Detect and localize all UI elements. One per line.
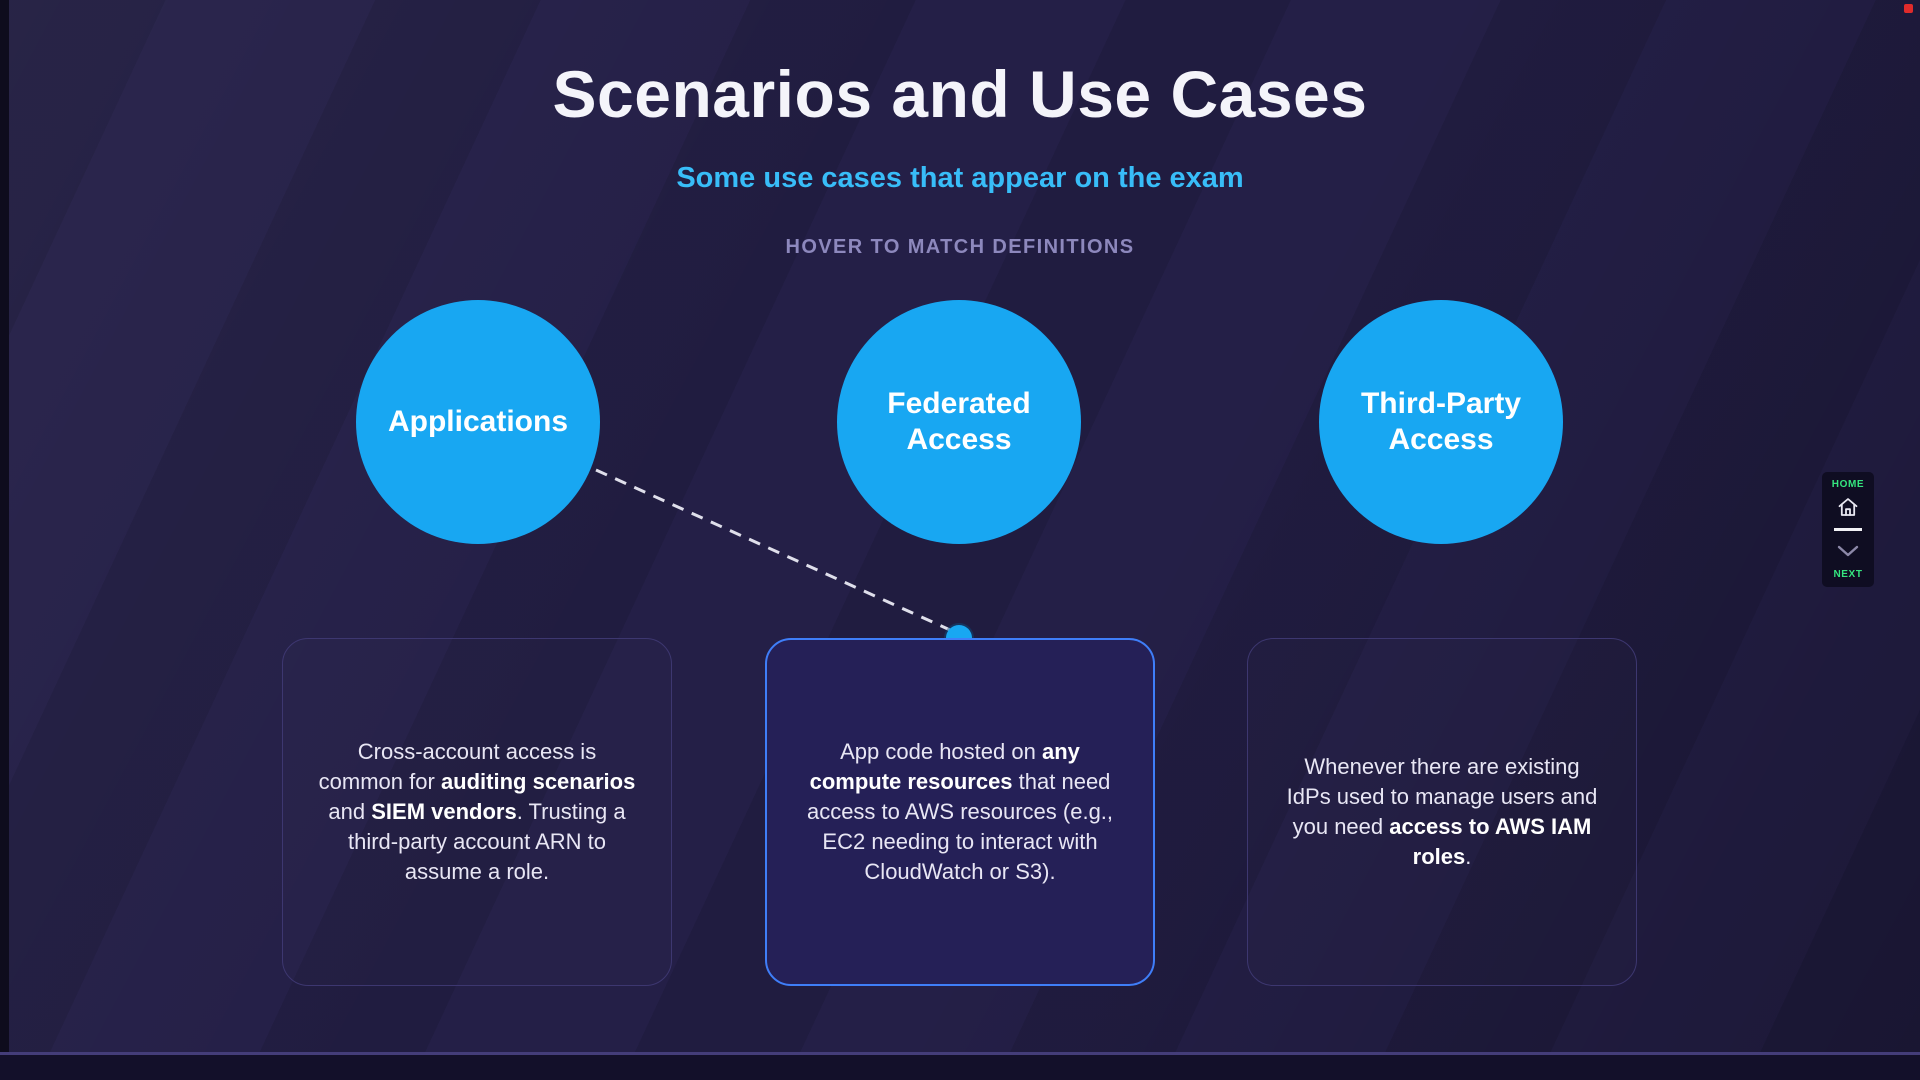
circle-label: Third-Party Access: [1360, 387, 1522, 456]
left-edge-strip: [0, 0, 9, 1080]
circle-applications[interactable]: Applications: [356, 300, 600, 544]
home-label: HOME: [1831, 479, 1865, 490]
circle-third-party-access[interactable]: Third-Party Access: [1319, 300, 1563, 544]
definition-card-cross-account[interactable]: Cross-account access is common for audit…: [282, 638, 672, 986]
definition-text: Cross-account access is common for audit…: [318, 739, 636, 884]
chevron-down-icon: [1835, 542, 1861, 563]
circle-label: Applications: [387, 405, 568, 438]
page-subtitle: Some use cases that appear on the exam: [676, 162, 1244, 194]
home-icon: [1836, 495, 1860, 522]
slide-nav: HOME NEXT: [1822, 472, 1874, 587]
definition-text: Whenever there are existing IdPs used to…: [1286, 754, 1598, 869]
bottom-bar: [0, 1052, 1920, 1080]
recording-indicator-dot: [1904, 4, 1913, 13]
hover-hint: HOVER TO MATCH DEFINITIONS: [785, 236, 1135, 258]
next-button[interactable]: [1831, 537, 1865, 567]
home-button[interactable]: [1831, 493, 1865, 523]
page-title: Scenarios and Use Cases: [552, 57, 1368, 131]
definition-text: App code hosted on any compute resources…: [806, 739, 1114, 884]
circle-label: Federated Access: [887, 387, 1031, 456]
next-label: NEXT: [1833, 569, 1863, 580]
nav-divider: [1834, 528, 1862, 531]
definition-card-idp[interactable]: Whenever there are existing IdPs used to…: [1247, 638, 1637, 986]
definition-card-app-code[interactable]: App code hosted on any compute resources…: [765, 638, 1155, 986]
circle-federated-access[interactable]: Federated Access: [837, 300, 1081, 544]
